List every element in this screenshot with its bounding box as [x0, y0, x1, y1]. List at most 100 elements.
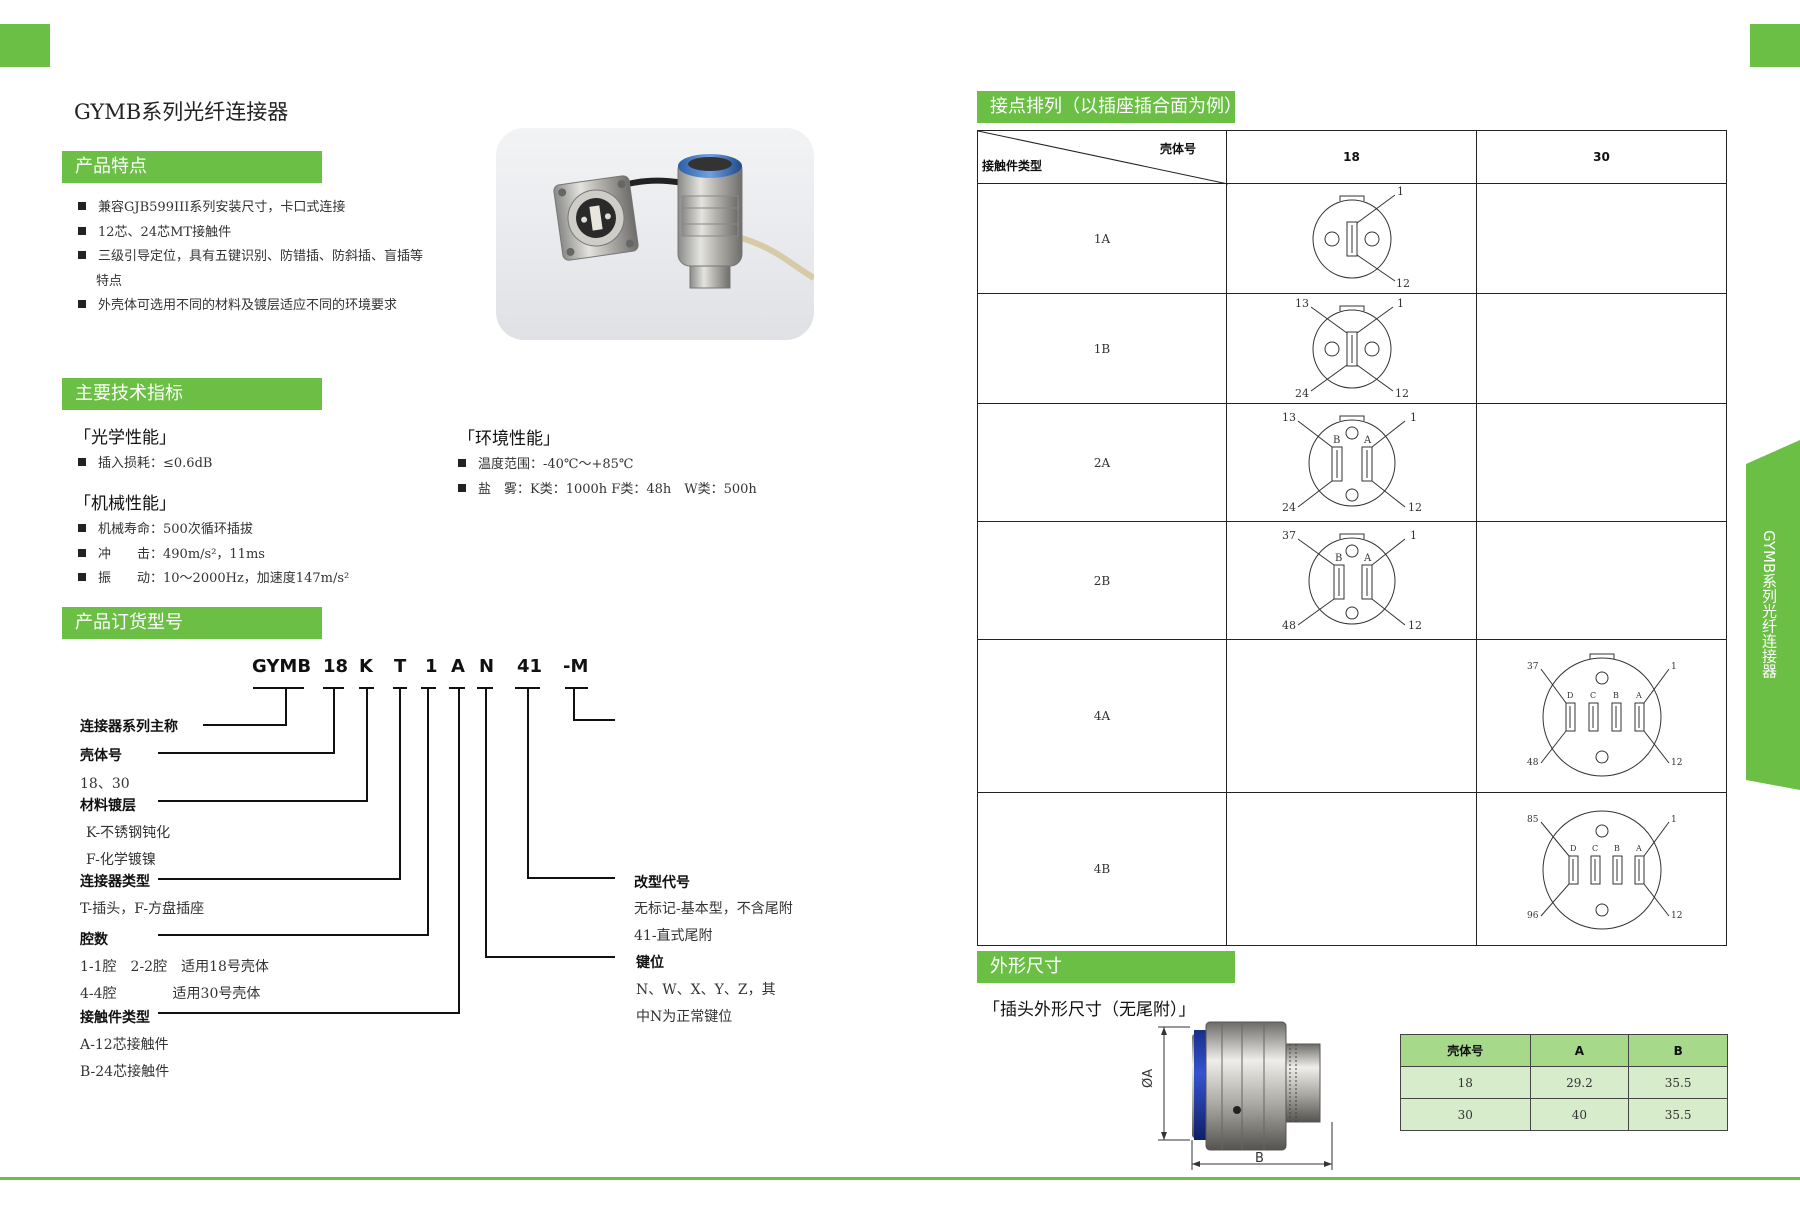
pin-label: D — [1570, 844, 1576, 853]
row-label-1b: 1B — [977, 293, 1227, 404]
pin-label: A — [1363, 435, 1372, 446]
pin-label: A — [1635, 844, 1642, 853]
header-shell-label: 壳体号 — [1159, 142, 1196, 156]
cavity-line-1: 1-1腔 2-2腔 适用18号壳体 — [80, 959, 269, 975]
key-line-1: N、W、X、Y、Z，其 — [636, 982, 776, 998]
dim-header: B — [1628, 1034, 1728, 1067]
bottom-rule — [0, 1177, 1800, 1180]
side-tab-label: GYMB系列光纤连接器 — [1760, 530, 1778, 679]
empty-cell — [1226, 639, 1477, 793]
spec-item: 盐 雾：K类：1000h F类：48h W类：500h — [458, 478, 757, 497]
dim-cell: 29.2 — [1529, 1066, 1630, 1099]
header-diagonal-line — [977, 130, 1229, 185]
label-mod-code: 改型代号 — [634, 875, 690, 891]
plating-f: F-化学镀镍 — [86, 852, 156, 868]
pin-label: 48 — [1282, 619, 1296, 632]
dim-cell: 35.5 — [1628, 1066, 1728, 1099]
product-photo — [496, 128, 814, 340]
mod-line-1: 无标记-基本型，不含尾附 — [634, 901, 793, 917]
plating-k: K-不锈钢钝化 — [86, 825, 171, 841]
feature-item: 外壳体可选用不同的材料及镀层适应不同的环境要求 — [78, 294, 397, 313]
pin-diagram-4b: D C B A 85 1 96 12 — [1527, 810, 1682, 929]
pin-label: A — [1363, 553, 1372, 564]
pin-label: 37 — [1527, 662, 1539, 672]
corner-block-left — [0, 24, 50, 67]
page-title: GYMB系列光纤连接器 — [74, 100, 289, 124]
pin-label: D — [1567, 691, 1573, 700]
contact-a: A-12芯接触件 — [80, 1037, 169, 1053]
header-diagonal-cell: 壳体号 接触件类型 — [977, 130, 1229, 185]
pin-layout-table: 壳体号 接触件类型 18 30 1A 1 12 1B — [977, 130, 1727, 946]
pin-diagram-2b: B A 37 1 48 12 — [1282, 529, 1422, 632]
key-line-2: 中N为正常键位 — [636, 1009, 733, 1025]
shell-values: 18、30 — [80, 776, 130, 792]
code-gymb: GYMB — [252, 656, 312, 677]
pin-label: B — [1613, 691, 1619, 700]
header-col-18: 18 — [1226, 130, 1477, 184]
dim-cell: 18 — [1400, 1066, 1531, 1099]
dimension-table: 壳体号 A B 18 29.2 35.5 30 40 35.5 — [1400, 1034, 1728, 1131]
code-mod: 41 — [517, 656, 543, 677]
diagram-2b: B A 37 1 48 12 — [1226, 521, 1477, 640]
plug-dimension-drawing: ØA B — [1141, 1021, 1333, 1170]
empty-cell — [1476, 293, 1727, 404]
feature-item: 兼容GJB599III系列安装尺寸，卡口式连接 — [78, 196, 345, 215]
spec-item: 冲 击：490m/s²，11ms — [78, 543, 265, 562]
pin-diagram-4a: D C B A 37 1 48 12 — [1527, 653, 1682, 776]
pin-label: 1 — [1410, 529, 1417, 542]
mechanical-title: 「机械性能」 — [74, 494, 176, 514]
row-label-4b: 4B — [977, 792, 1227, 946]
corner-block-right — [1750, 24, 1800, 67]
pin-label: 12 — [1671, 911, 1682, 921]
code-shell: 18 — [323, 656, 349, 677]
label-cavity: 腔数 — [80, 932, 108, 948]
row-label-4a: 4A — [977, 639, 1227, 793]
environment-title: 「环境性能」 — [458, 429, 560, 449]
conn-type-values: T-插头，F-方盘插座 — [80, 901, 205, 917]
label-series-name: 连接器系列主称 — [80, 719, 178, 735]
pin-label: 1 — [1397, 185, 1404, 198]
dim-cell: 30 — [1400, 1098, 1531, 1131]
label-conn-type: 连接器类型 — [80, 874, 150, 890]
connector-illustration — [553, 154, 814, 289]
empty-cell — [1476, 403, 1727, 522]
row-label-2a: 2A — [977, 403, 1227, 522]
label-plating: 材料镀层 — [80, 798, 136, 814]
dimensions-subtitle: 「插头外形尺寸（无尾附）」 — [983, 1000, 1196, 1020]
dim-label-a: ØA — [1141, 1069, 1156, 1088]
label-shell-no: 壳体号 — [80, 748, 122, 764]
mod-line-2: 41-直式尾附 — [634, 928, 713, 944]
pin-label: 24 — [1295, 387, 1309, 400]
pin-diagram-1a: 1 12 — [1312, 185, 1410, 290]
feature-item-cont: 特点 — [96, 274, 123, 289]
dim-label-b: B — [1255, 1151, 1264, 1166]
pin-label: 12 — [1395, 387, 1409, 400]
code-key: N — [479, 656, 495, 677]
spec-item: 机械寿命：500次循环插拔 — [78, 518, 253, 537]
empty-cell — [1226, 792, 1477, 946]
pin-label: B — [1335, 553, 1342, 564]
pin-label: 12 — [1671, 758, 1682, 768]
code-cavity: 1 — [425, 656, 438, 677]
cavity-line-2: 4-4腔 适用30号壳体 — [80, 986, 261, 1002]
pin-label: 12 — [1396, 277, 1410, 290]
section-dimensions: 外形尺寸 — [977, 951, 1235, 983]
order-leader-lines — [158, 687, 615, 1014]
diagram-1b: 13 1 24 12 — [1226, 293, 1477, 404]
pin-label: 48 — [1527, 758, 1539, 768]
optical-title: 「光学性能」 — [74, 428, 176, 448]
pin-label: 85 — [1527, 815, 1539, 825]
pin-label: 37 — [1282, 529, 1296, 542]
pin-label: A — [1635, 691, 1642, 700]
pin-label: 24 — [1282, 501, 1296, 514]
side-tab — [1746, 440, 1800, 790]
pin-label: C — [1592, 844, 1598, 853]
spec-item: 插入损耗：≤0.6dB — [78, 452, 212, 471]
pin-label: 1 — [1397, 297, 1404, 310]
dim-header: 壳体号 — [1400, 1034, 1531, 1067]
section-pin-layout: 接点排列（以插座插合面为例） — [977, 91, 1242, 123]
header-contact-label: 接触件类型 — [982, 159, 1043, 173]
diagram-4a: D C B A 37 1 48 12 — [1476, 639, 1727, 793]
row-label-2b: 2B — [977, 521, 1227, 640]
empty-cell — [1476, 183, 1727, 294]
